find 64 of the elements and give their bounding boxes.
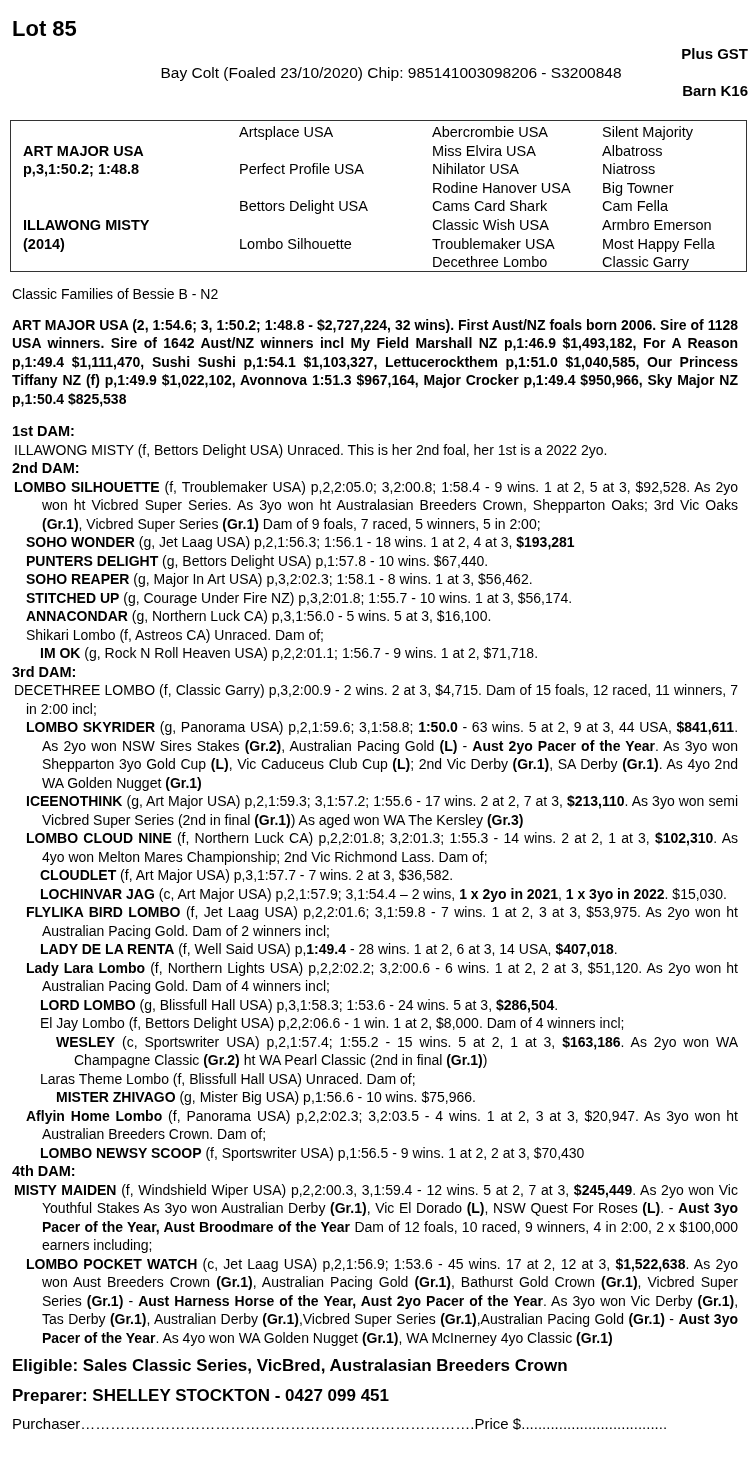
pedigree-name: p,3,1:50.2; 1:48.8 (23, 160, 140, 179)
price-note: Plus GST (681, 45, 748, 62)
pedigree-name: Classic Wish USA (432, 216, 549, 234)
pedigree-paragraph: CLOUDLET (f, Art Major USA) p,3,1:57.7 - 7 wins. 2 at 3, $36,582. (39, 866, 455, 885)
pedigree-paragraph: LOCHINVAR JAG (c, Art Major USA) p,2,1:57.9; 3,1:54.4 – 2 wins, 1 x 2yo in 2021, 1 x 3yo in 2022. $15,030. (39, 884, 728, 903)
pedigree-name: Cam Fella (602, 197, 669, 216)
pedigree-name: Niatross (602, 160, 656, 179)
pedigree-paragraph: ANNACONDAR (g, Northern Luck CA) p,3,1:56.0 - 5 wins. 5 at 3, $16,100. (25, 607, 493, 626)
pedigree-paragraph: Aflyin Home Lombo (f, Panorama USA) p,2,2:02.3; 3,2:03.5 - 4 wins. 1 at 2, 3 at 3, $20,947. As 3yo won ht Australian Breeders Crown. Dam of; (25, 1106, 738, 1144)
pedigree-paragraph: LOMBO CLOUD NINE (f, Northern Luck CA) p,2,2:01.8; 3,2:01.3; 1:55.3 - 14 wins. 2 at 2, 1 at 3, $102,310. As 4yo won Melton Mares Championship; 2nd Vic Richmond Lass. Dam of; (25, 829, 738, 866)
pedigree-name: ILLAWONG MISTY (23, 216, 150, 234)
pedigree-paragraph: LOMBO POCKET WATCH (c, Jet Laag USA) p,2,1:56.9; 1:53.6 - 45 wins. 17 at 2, 12 at 3, $1,522,638. As 2yo won Aust Breeders Crown (Gr.1), Australian Pacing Gold (Gr.1), Bathurst Gold Crown (Gr.1), Vicbred Super Series (Gr.1) - Aust Harness Horse of the Year, Aust 2yo Pacer of the Year. As 3yo won Vic Derby (Gr.1), Tas Derby (Gr.1), Australian Derby (Gr.1),Vicbred Super Series (Gr.1),Australian Pacing Gold (Gr.1) - Aust 3yo Pacer of the Year. As 4yo won WA Golden Nugget (Gr.1), WA McInerney 4yo Classic (Gr.1) (25, 1254, 738, 1347)
pedigree-paragraph: SOHO REAPER (g, Major In Art USA) p,3,2:02.3; 1:58.1 - 8 wins. 1 at 3, $56,462. (25, 570, 534, 589)
sale-note: Preparer: SHELLEY STOCKTON - 0427 099 451 (11, 1385, 390, 1407)
pedigree-paragraph: MISTER ZHIVAGO (g, Mister Big USA) p,1:56.6 - 10 wins. $75,966. (55, 1088, 477, 1107)
section-heading: 1st DAM: (11, 422, 76, 441)
pedigree-paragraph: LORD LOMBO (g, Blissfull Hall USA) p,3,1:58.3; 1:53.6 - 24 wins. 5 at 3, $286,504. (39, 995, 560, 1014)
pedigree-paragraph: DECETHREE LOMBO (f, Classic Garry) p,3,2:00.9 - 2 wins. 2 at 3, $4,715. Dam of 15 foals, 12 raced, 11 winners, 7 in 2:00 incl; (13, 681, 738, 718)
pedigree-paragraph: STITCHED UP (g, Courage Under Fire NZ) p,3,2:01.8; 1:55.7 - 10 wins. 1 at 3, $56,174. (25, 588, 574, 607)
pedigree-paragraph: Shikari Lombo (f, Astreos CA) Unraced. Dam of; (25, 625, 325, 644)
pedigree-paragraph: LOMBO NEWSY SCOOP (f, Sportswriter USA) p,1:56.5 - 9 wins. 1 at 2, 2 at 3, $70,430 (39, 1143, 586, 1162)
section-heading: 3rd DAM: (11, 662, 78, 681)
pedigree-paragraph: Laras Theme Lombo (f, Blissfull Hall USA) Unraced. Dam of; (39, 1069, 417, 1088)
pedigree-paragraph: Classic Families of Bessie B - N2 (11, 285, 220, 304)
pedigree-name: Armbro Emerson (602, 216, 712, 234)
sire-summary: ART MAJOR USA (2, 1:54.6; 3, 1:50.2; 1:48.8 - $2,727,224, 32 wins). First Aust/NZ foals born 2006. Sire of 1128 USA winners. Sire of 1642 Aust/NZ winners incl My Field Marshall NZ p,1:46.9 $1,493,182, For A Reason p,1:49.4 $1,111,470, Sushi Sushi p,1:54.1 $1,103,327, Lettucerockthem p,1:51.0 $1,040,585, Our Princess Tiffany NZ (f) p,1:49.9 $1,022,102, Avonnova 1:51.3 $967,164, Major Crocker p,1:49.4 $950,966, Sky Major NZ p,1:50.4 $825,538 (11, 315, 738, 408)
section-heading: 2nd DAM: (11, 459, 81, 478)
pedigree-name: Abercrombie USA (432, 123, 549, 141)
pedigree-paragraph: ILLAWONG MISTY (f, Bettors Delight USA) Unraced. This is her 2nd foal, her 1st is a 2022 2yo. (13, 440, 609, 459)
pedigree-paragraph: LADY DE LA RENTA (f, Well Said USA) p,1:49.4 - 28 wins. 1 at 2, 6 at 3, 14 USA, $407,018. (39, 940, 619, 959)
pedigree-paragraph: LOMBO SKYRIDER (g, Panorama USA) p,2,1:59.6; 3,1:58.8; 1:50.0 - 63 wins. 5 at 2, 9 at 3, 44 USA, $841,611. As 2yo won NSW Sires Stakes (Gr.2), Australian Pacing Gold (L) - Aust 2yo Pacer of the Year. As 3yo won Shepparton 3yo Gold Cup (L), Vic Caduceus Club Cup (L); 2nd Vic Derby (Gr.1), SA Derby (Gr.1). As 4yo 2nd WA Golden Nugget (Gr.1) (25, 718, 738, 792)
pedigree-paragraph: LOMBO SILHOUETTE (f, Troublemaker USA) p,2,2:05.0; 3,2:00.8; 1:58.4 - 9 wins. 1 at 2, 5 at 3, $92,528. As 2yo won ht Vicbred Super Series. As 3yo won ht Australasian Breeders Crown, Shepparton Oaks; 3rd Vic Oaks (Gr.1), Vicbred Super Series (Gr.1) Dam of 9 foals, 7 raced, 5 winners, 5 in 2:00; (13, 477, 738, 533)
pedigree-paragraph: FLYLIKA BIRD LOMBO (f, Jet Laag USA) p,2,2:01.6; 3,1:59.8 - 7 wins. 1 at 2, 3 at 3, $53,975. As 2yo won ht Australian Pacing Gold. Dam of 2 winners incl; (25, 903, 738, 940)
pedigree-name: Perfect Profile USA (239, 160, 364, 179)
sale-note: Eligible: Sales Classic Series, VicBred, Australasian Breeders Crown (11, 1355, 569, 1377)
pedigree-name: Bettors Delight USA (239, 197, 368, 216)
pedigree-name: Troublemaker USA (432, 234, 555, 253)
pedigree-name: Rodine Hanover USA (432, 178, 571, 197)
pedigree-name: Classic Garry (602, 253, 689, 272)
pedigree-name: Albatross (602, 141, 663, 160)
lot-number: Lot 85 (12, 16, 77, 42)
pedigree-paragraph: MISTY MAIDEN (f, Windshield Wiper USA) p,2,2:00.3, 3,1:59.4 - 12 wins. 5 at 2, 7 at 3, $245,449. As 2yo won Vic Youthful Stakes As 3yo won Australian Derby (Gr.1), Vic El Dorado (L), NSW Quest For Roses (L). - Aust 3yo Pacer of the Year, Aust Broodmare of the Year Dam of 12 foals, 10 raced, 9 winners, 4 in 2:00, 2 x $100,000 earners including; (13, 1180, 738, 1255)
pedigree-paragraph: ICEENOTHINK (g, Art Major USA) p,2,1:59.3; 3,1:57.2; 1:55.6 - 17 wins. 2 at 2, 7 at 3, $213,110. As 3yo won semi Vicbred Super Series (2nd in final (Gr.1)) As aged won WA The Kersley (Gr.3) (25, 792, 738, 829)
pedigree-name: ART MAJOR USA (23, 141, 144, 160)
pedigree-name: Big Towner (602, 178, 674, 197)
pedigree-paragraph: PUNTERS DELIGHT (g, Bettors Delight USA) p,1:57.8 - 10 wins. $67,440. (25, 551, 490, 570)
barn-location: Barn K16 (682, 82, 748, 99)
pedigree-name: Silent Majority (602, 123, 694, 141)
pedigree-name: Miss Elvira USA (432, 141, 536, 160)
pedigree-paragraph: El Jay Lombo (f, Bettors Delight USA) p,2,2:06.6 - 1 win. 1 at 2, $8,000. Dam of 4 winners incl; (39, 1014, 626, 1033)
pedigree-name: Cams Card Shark (432, 197, 548, 216)
pedigree-name: Artsplace USA (239, 123, 334, 141)
pedigree-paragraph: Lady Lara Lombo (f, Northern Lights USA) p,2,2:02.2; 3,2:00.6 - 6 wins. 1 at 2, 2 at 3, $51,120. As 2yo won ht Australian Pacing Gold. Dam of 4 winners incl; (25, 958, 738, 996)
section-heading: 4th DAM: (11, 1162, 77, 1181)
pedigree-name: Lombo Silhouette (239, 234, 352, 253)
pedigree-name: Most Happy Fella (602, 234, 715, 253)
pedigree-name: Nihilator USA (432, 160, 520, 179)
pedigree-paragraph: IM OK (g, Rock N Roll Heaven USA) p,2,2:01.1; 1:56.7 - 9 wins. 1 at 2, $71,718. (39, 644, 540, 663)
fill-in-line: Purchaser…………………………………………………………………….Price $................................... (11, 1415, 669, 1434)
pedigree-name: (2014) (23, 234, 65, 253)
pedigree-paragraph: WESLEY (c, Sportswriter USA) p,2,1:57.4; 1:55.2 - 15 wins. 5 at 2, 1 at 3, $163,186. As 2yo won WA Champagne Classic (Gr.2) ht WA Pearl Classic (2nd in final (Gr.1)) (55, 1032, 738, 1070)
pedigree-paragraph: SOHO WONDER (g, Jet Laag USA) p,2,1:56.3; 1:56.1 - 18 wins. 1 at 2, 4 at 3, $193,281 (25, 533, 576, 552)
horse-description: Bay Colt (Foaled 23/10/2020) Chip: 985141003098206 - S3200848 (160, 64, 622, 82)
pedigree-name: Decethree Lombo (432, 253, 548, 272)
